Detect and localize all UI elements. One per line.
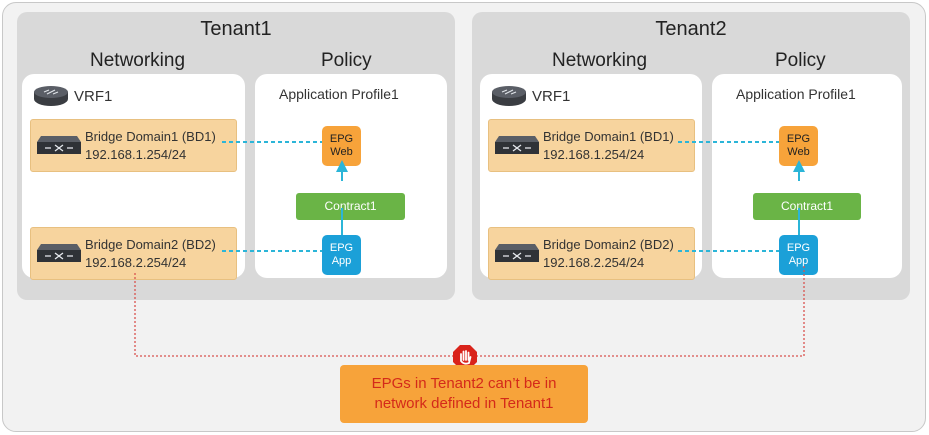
tenant1-bd1-name: Bridge Domain1 (BD1) — [85, 129, 216, 144]
tenant1-epg-web-line1: EPG — [329, 133, 354, 145]
tenant1-contract: Contract1 — [296, 193, 405, 220]
tenant2-policy-panel: Application Profile1 EPG Web Contract1 E… — [712, 74, 902, 278]
tenant2-epg-web: EPG Web — [779, 126, 818, 166]
tenant1-networking-panel: VRF1 Bridge Domain1 (BD1) 192.168.1.254/… — [22, 74, 245, 280]
stop-hand-icon — [453, 345, 477, 369]
tenant2-epg-app: EPG App — [779, 235, 818, 275]
tenant2-title: Tenant2 — [655, 18, 727, 40]
tenant2-bd1-subnet: 192.168.1.254/24 — [543, 147, 645, 162]
tenant2-epg-web-line1: EPG — [786, 133, 811, 145]
tenant1-bd2-name: Bridge Domain2 (BD2) — [85, 237, 216, 252]
warning-line2: network defined in Tenant1 — [374, 395, 554, 412]
tenant1-bridge-domain2: Bridge Domain2 (BD2) 192.168.2.254/24 — [30, 227, 237, 280]
tenant2-epg-app-line1: EPG — [786, 242, 811, 254]
warning-line1: EPGs in Tenant2 can’t be in — [371, 375, 557, 392]
tenant2-vrf-label: VRF1 — [532, 88, 571, 105]
tenant1-epg-app: EPG App — [322, 235, 361, 275]
tenant1-epg-app-line1: EPG — [329, 242, 354, 254]
tenant1-title: Tenant1 — [200, 18, 272, 40]
switch-icon — [37, 136, 81, 154]
router-icon — [492, 86, 526, 106]
tenant2-networking-header: Networking — [552, 50, 648, 71]
tenant1-policy-header: Policy — [321, 50, 372, 71]
warning-box: EPGs in Tenant2 can’t be in network defi… — [340, 365, 588, 423]
tenant1-vrf-label: VRF1 — [74, 88, 113, 105]
tenant1-epg-web: EPG Web — [322, 126, 361, 166]
tenant1-app-profile-label: Application Profile1 — [279, 86, 399, 102]
tenant1-container: Tenant1 Networking Policy VRF1 Bridge Do… — [17, 12, 455, 300]
restriction-path — [134, 266, 805, 357]
tenant2-container: Tenant2 Networking Policy VRF1 Bridge Do… — [472, 12, 910, 300]
tenant2-epg-app-line2: App — [788, 255, 809, 267]
tenant2-bridge-domain2: Bridge Domain2 (BD2) 192.168.2.254/24 — [488, 227, 695, 280]
tenant2-networking-panel: VRF1 Bridge Domain1 (BD1) 192.168.1.254/… — [480, 74, 702, 280]
tenant2-epg-web-line2: Web — [787, 146, 810, 158]
tenant2-policy-header: Policy — [775, 50, 826, 71]
tenant1-epg-web-line2: Web — [330, 146, 353, 158]
switch-icon — [495, 136, 539, 154]
tenant1-bd2-subnet: 192.168.2.254/24 — [85, 255, 187, 270]
tenant2-contract: Contract1 — [753, 193, 861, 220]
tenant2-bd1-name: Bridge Domain1 (BD1) — [543, 129, 674, 144]
tenant1-policy-panel: Application Profile1 EPG Web Contract1 E… — [255, 74, 447, 278]
tenant1-networking-header: Networking — [90, 50, 186, 71]
tenant1-bridge-domain1: Bridge Domain1 (BD1) 192.168.1.254/24 — [30, 119, 237, 172]
tenant1-epg-app-line2: App — [331, 255, 352, 267]
tenant1-bd1-subnet: 192.168.1.254/24 — [85, 147, 187, 162]
tenant2-app-profile-label: Application Profile1 — [736, 86, 856, 102]
tenant2-bd2-subnet: 192.168.2.254/24 — [543, 255, 645, 270]
tenant2-bridge-domain1: Bridge Domain1 (BD1) 192.168.1.254/24 — [488, 119, 695, 172]
switch-icon — [37, 244, 81, 262]
switch-icon — [495, 244, 539, 262]
tenant2-bd2-name: Bridge Domain2 (BD2) — [543, 237, 674, 252]
router-icon — [34, 86, 68, 106]
